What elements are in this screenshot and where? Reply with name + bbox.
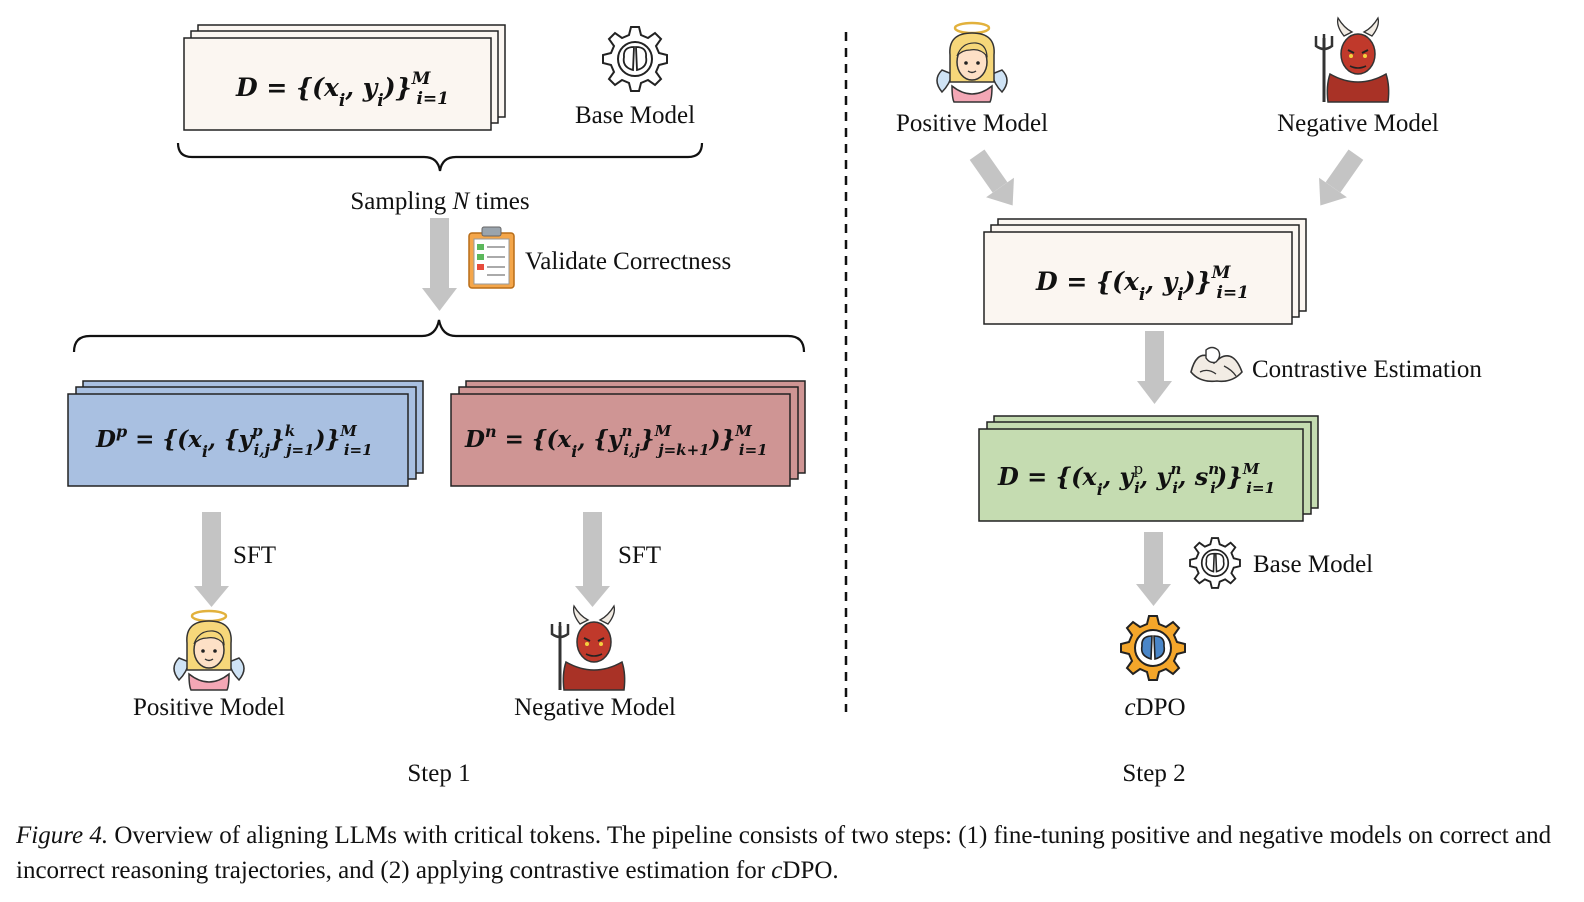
positive-model-label-step2: Positive Model xyxy=(896,110,1048,137)
brace-top xyxy=(176,142,704,172)
step2-label: Step 2 xyxy=(1122,760,1185,787)
clipboard-checklist-icon xyxy=(468,226,515,289)
figure-label: Figure 4. xyxy=(16,822,109,849)
arrow-validate xyxy=(422,218,457,311)
caption-end: DPO. xyxy=(782,857,839,884)
angel-icon xyxy=(172,609,246,692)
arm-wrestling-icon xyxy=(1190,346,1243,383)
positive-model-label-step1: Positive Model xyxy=(133,694,285,721)
gear-brain-orange-icon xyxy=(1120,615,1186,681)
devil-icon xyxy=(550,604,627,692)
sft-label-right: SFT xyxy=(618,542,661,569)
figure-caption: Figure 4. Overview of aligning LLMs with… xyxy=(16,818,1576,888)
sft-label-left: SFT xyxy=(233,542,276,569)
brace-split xyxy=(72,319,806,353)
arrow-from-negative xyxy=(1319,149,1364,206)
angel-icon xyxy=(935,21,1009,104)
negative-model-label-step1: Negative Model xyxy=(514,694,676,721)
caption-italic: c xyxy=(771,857,783,884)
contrastive-label: Contrastive Estimation xyxy=(1252,356,1482,383)
gear-brain-icon xyxy=(1189,537,1241,589)
caption-text: Overview of aligning LLMs with critical … xyxy=(16,822,1552,884)
gear-brain-icon xyxy=(602,26,668,92)
cdpo-label: cDPO xyxy=(1124,694,1185,721)
arrow-sft-right xyxy=(575,512,610,607)
arrow-contrastive xyxy=(1137,331,1172,404)
step1-label: Step 1 xyxy=(407,760,470,787)
sampling-label: Sampling N times xyxy=(350,188,529,215)
arrow-base-model xyxy=(1136,532,1171,606)
negative-model-label-step2: Negative Model xyxy=(1277,110,1439,137)
devil-icon xyxy=(1314,16,1391,104)
validate-label: Validate Correctness xyxy=(525,248,731,275)
base-model-label: Base Model xyxy=(575,102,695,129)
arrow-from-positive xyxy=(969,149,1014,206)
base-model-label-step2: Base Model xyxy=(1253,551,1373,578)
arrow-sft-left xyxy=(194,512,229,607)
